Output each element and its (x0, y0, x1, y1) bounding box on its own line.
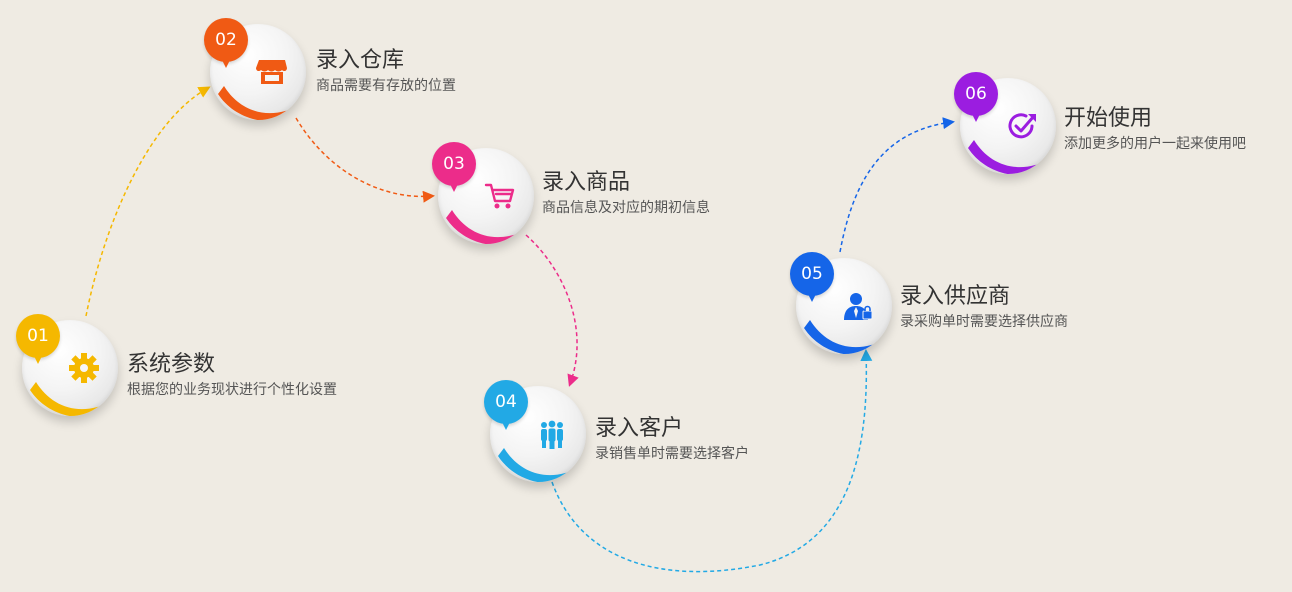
step-04-label: 录入客户 录销售单时需要选择客户 (595, 416, 749, 464)
step-title: 录入商品 (542, 170, 631, 195)
step-05: 05 (790, 252, 892, 354)
step-number-badge: 06 (954, 72, 998, 122)
step-02: 02 (204, 18, 306, 120)
step-description: 根据您的业务现状进行个性化设置 (127, 382, 337, 398)
connector-01-02 (85, 86, 211, 317)
gear-icon (69, 353, 99, 383)
step-title: 系统参数 (127, 352, 216, 377)
check-arrow-icon (1008, 113, 1036, 139)
step-number-badge: 05 (790, 252, 834, 302)
connector-03-04 (525, 234, 579, 387)
step-number-badge: 03 (432, 142, 476, 192)
connector-05-06 (839, 117, 955, 253)
step-06-label: 开始使用 添加更多的用户一起来使用吧 (1064, 106, 1246, 154)
step-06: 06 (954, 72, 1056, 174)
step-description: 录采购单时需要选择供应商 (900, 314, 1068, 330)
step-description: 商品需要有存放的位置 (316, 78, 456, 94)
step-05-label: 录入供应商 录采购单时需要选择供应商 (900, 284, 1068, 332)
step-04: 04 (484, 380, 586, 482)
cart-icon (484, 183, 515, 209)
step-03: 03 (432, 142, 534, 244)
connector-04-05 (551, 349, 873, 573)
step-title: 录入仓库 (316, 48, 405, 73)
step-01-label: 系统参数 根据您的业务现状进行个性化设置 (127, 352, 337, 400)
people-icon (541, 420, 563, 449)
supplier-icon (844, 293, 873, 320)
storefront-icon (256, 60, 287, 84)
step-01: 01 (16, 314, 118, 416)
step-description: 添加更多的用户一起来使用吧 (1064, 136, 1246, 152)
step-title: 开始使用 (1064, 106, 1153, 131)
step-description: 录销售单时需要选择客户 (595, 446, 749, 462)
connector-02-03 (295, 117, 435, 203)
step-number-badge: 04 (484, 380, 528, 430)
step-03-label: 录入商品 商品信息及对应的期初信息 (542, 170, 710, 218)
step-title: 录入供应商 (900, 284, 1011, 309)
step-title: 录入客户 (595, 416, 684, 441)
step-02-label: 录入仓库 商品需要有存放的位置 (316, 48, 456, 96)
step-number-badge: 02 (204, 18, 248, 68)
step-description: 商品信息及对应的期初信息 (542, 200, 710, 216)
step-number-badge: 01 (16, 314, 60, 364)
